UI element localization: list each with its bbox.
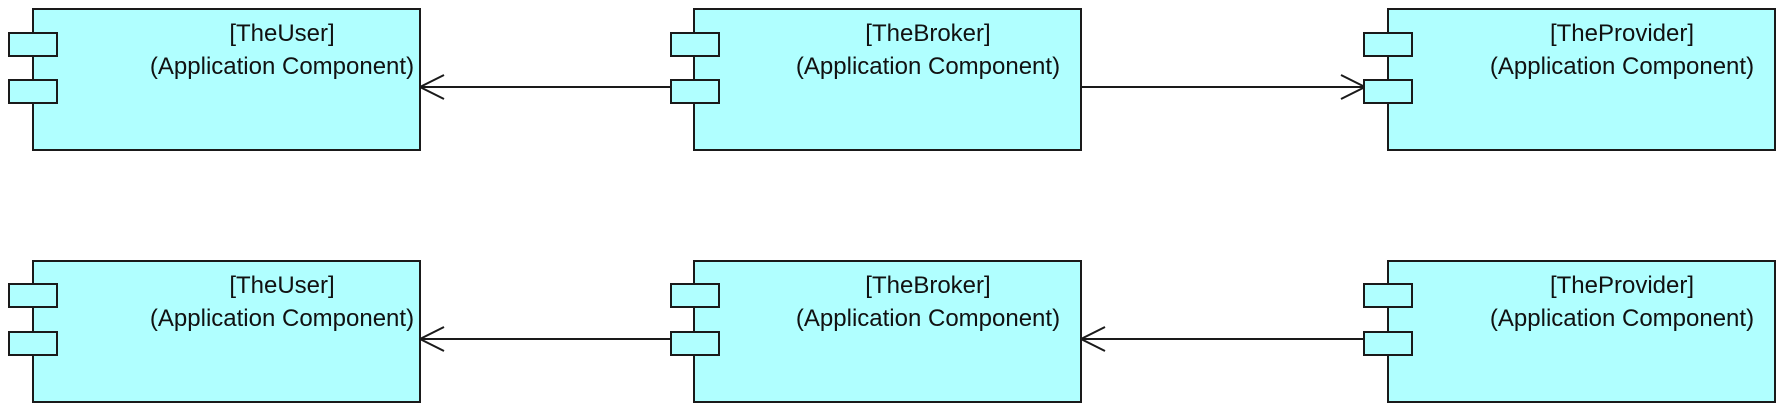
component-the-user-row2[interactable]: [TheUser] (Application Component) — [8, 260, 421, 403]
component-name: [TheUser] — [229, 272, 334, 299]
component-port-icon — [1363, 283, 1413, 308]
component-port-icon — [1363, 32, 1413, 57]
component-type: (Application Component) — [150, 53, 414, 80]
component-name: [TheProvider] — [1550, 272, 1694, 299]
component-port-icon — [670, 79, 720, 104]
connection-broker-to-user-row2[interactable] — [417, 326, 674, 352]
component-name: [TheBroker] — [865, 272, 990, 299]
component-type: (Application Component) — [796, 53, 1060, 80]
component-port-icon — [670, 32, 720, 57]
component-port-icon — [8, 32, 58, 57]
component-the-provider-row2[interactable]: [TheProvider] (Application Component) — [1363, 260, 1776, 403]
component-name: [TheUser] — [229, 20, 334, 47]
component-type: (Application Component) — [1490, 305, 1754, 332]
component-the-user-row1[interactable]: [TheUser] (Application Component) — [8, 8, 421, 151]
component-port-icon — [1363, 79, 1413, 104]
connection-provider-to-broker-row2[interactable] — [1078, 326, 1365, 352]
component-type: (Application Component) — [1490, 53, 1754, 80]
component-the-provider-row1[interactable]: [TheProvider] (Application Component) — [1363, 8, 1776, 151]
component-name: [TheProvider] — [1550, 20, 1694, 47]
component-port-icon — [8, 331, 58, 356]
component-the-broker-row2[interactable]: [TheBroker] (Application Component) — [670, 260, 1082, 403]
component-name: [TheBroker] — [865, 20, 990, 47]
component-port-icon — [670, 331, 720, 356]
component-type: (Application Component) — [796, 305, 1060, 332]
component-the-broker-row1[interactable]: [TheBroker] (Application Component) — [670, 8, 1082, 151]
component-port-icon — [670, 283, 720, 308]
component-port-icon — [1363, 331, 1413, 356]
component-port-icon — [8, 79, 58, 104]
component-port-icon — [8, 283, 58, 308]
component-type: (Application Component) — [150, 305, 414, 332]
connection-broker-to-user-row1[interactable] — [417, 74, 674, 100]
connection-broker-to-provider-row1[interactable] — [1081, 74, 1368, 100]
